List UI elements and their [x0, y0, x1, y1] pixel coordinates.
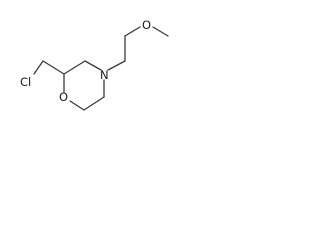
- bond-c2-c3: [63, 60, 86, 75]
- bond-c6-o1: [69, 100, 85, 111]
- bond-ch2-c2: [42, 60, 65, 75]
- bond-ch2-o: [124, 26, 141, 37]
- bond-c5-c6: [83, 96, 105, 111]
- atom-label-cl: Cl: [20, 75, 31, 89]
- bond-n4-ch2: [107, 60, 126, 71]
- bond-o-ch3: [152, 26, 169, 37]
- molecule-structure: Cl O N O: [20, 18, 169, 111]
- bond-cl-ch2: [33, 60, 44, 75]
- atom-label-ring-nitrogen: N: [100, 68, 109, 82]
- bond-c3-n4: [84, 60, 102, 71]
- atom-label-ether-oxygen: O: [142, 18, 151, 32]
- atom-label-ring-oxygen: O: [59, 90, 68, 104]
